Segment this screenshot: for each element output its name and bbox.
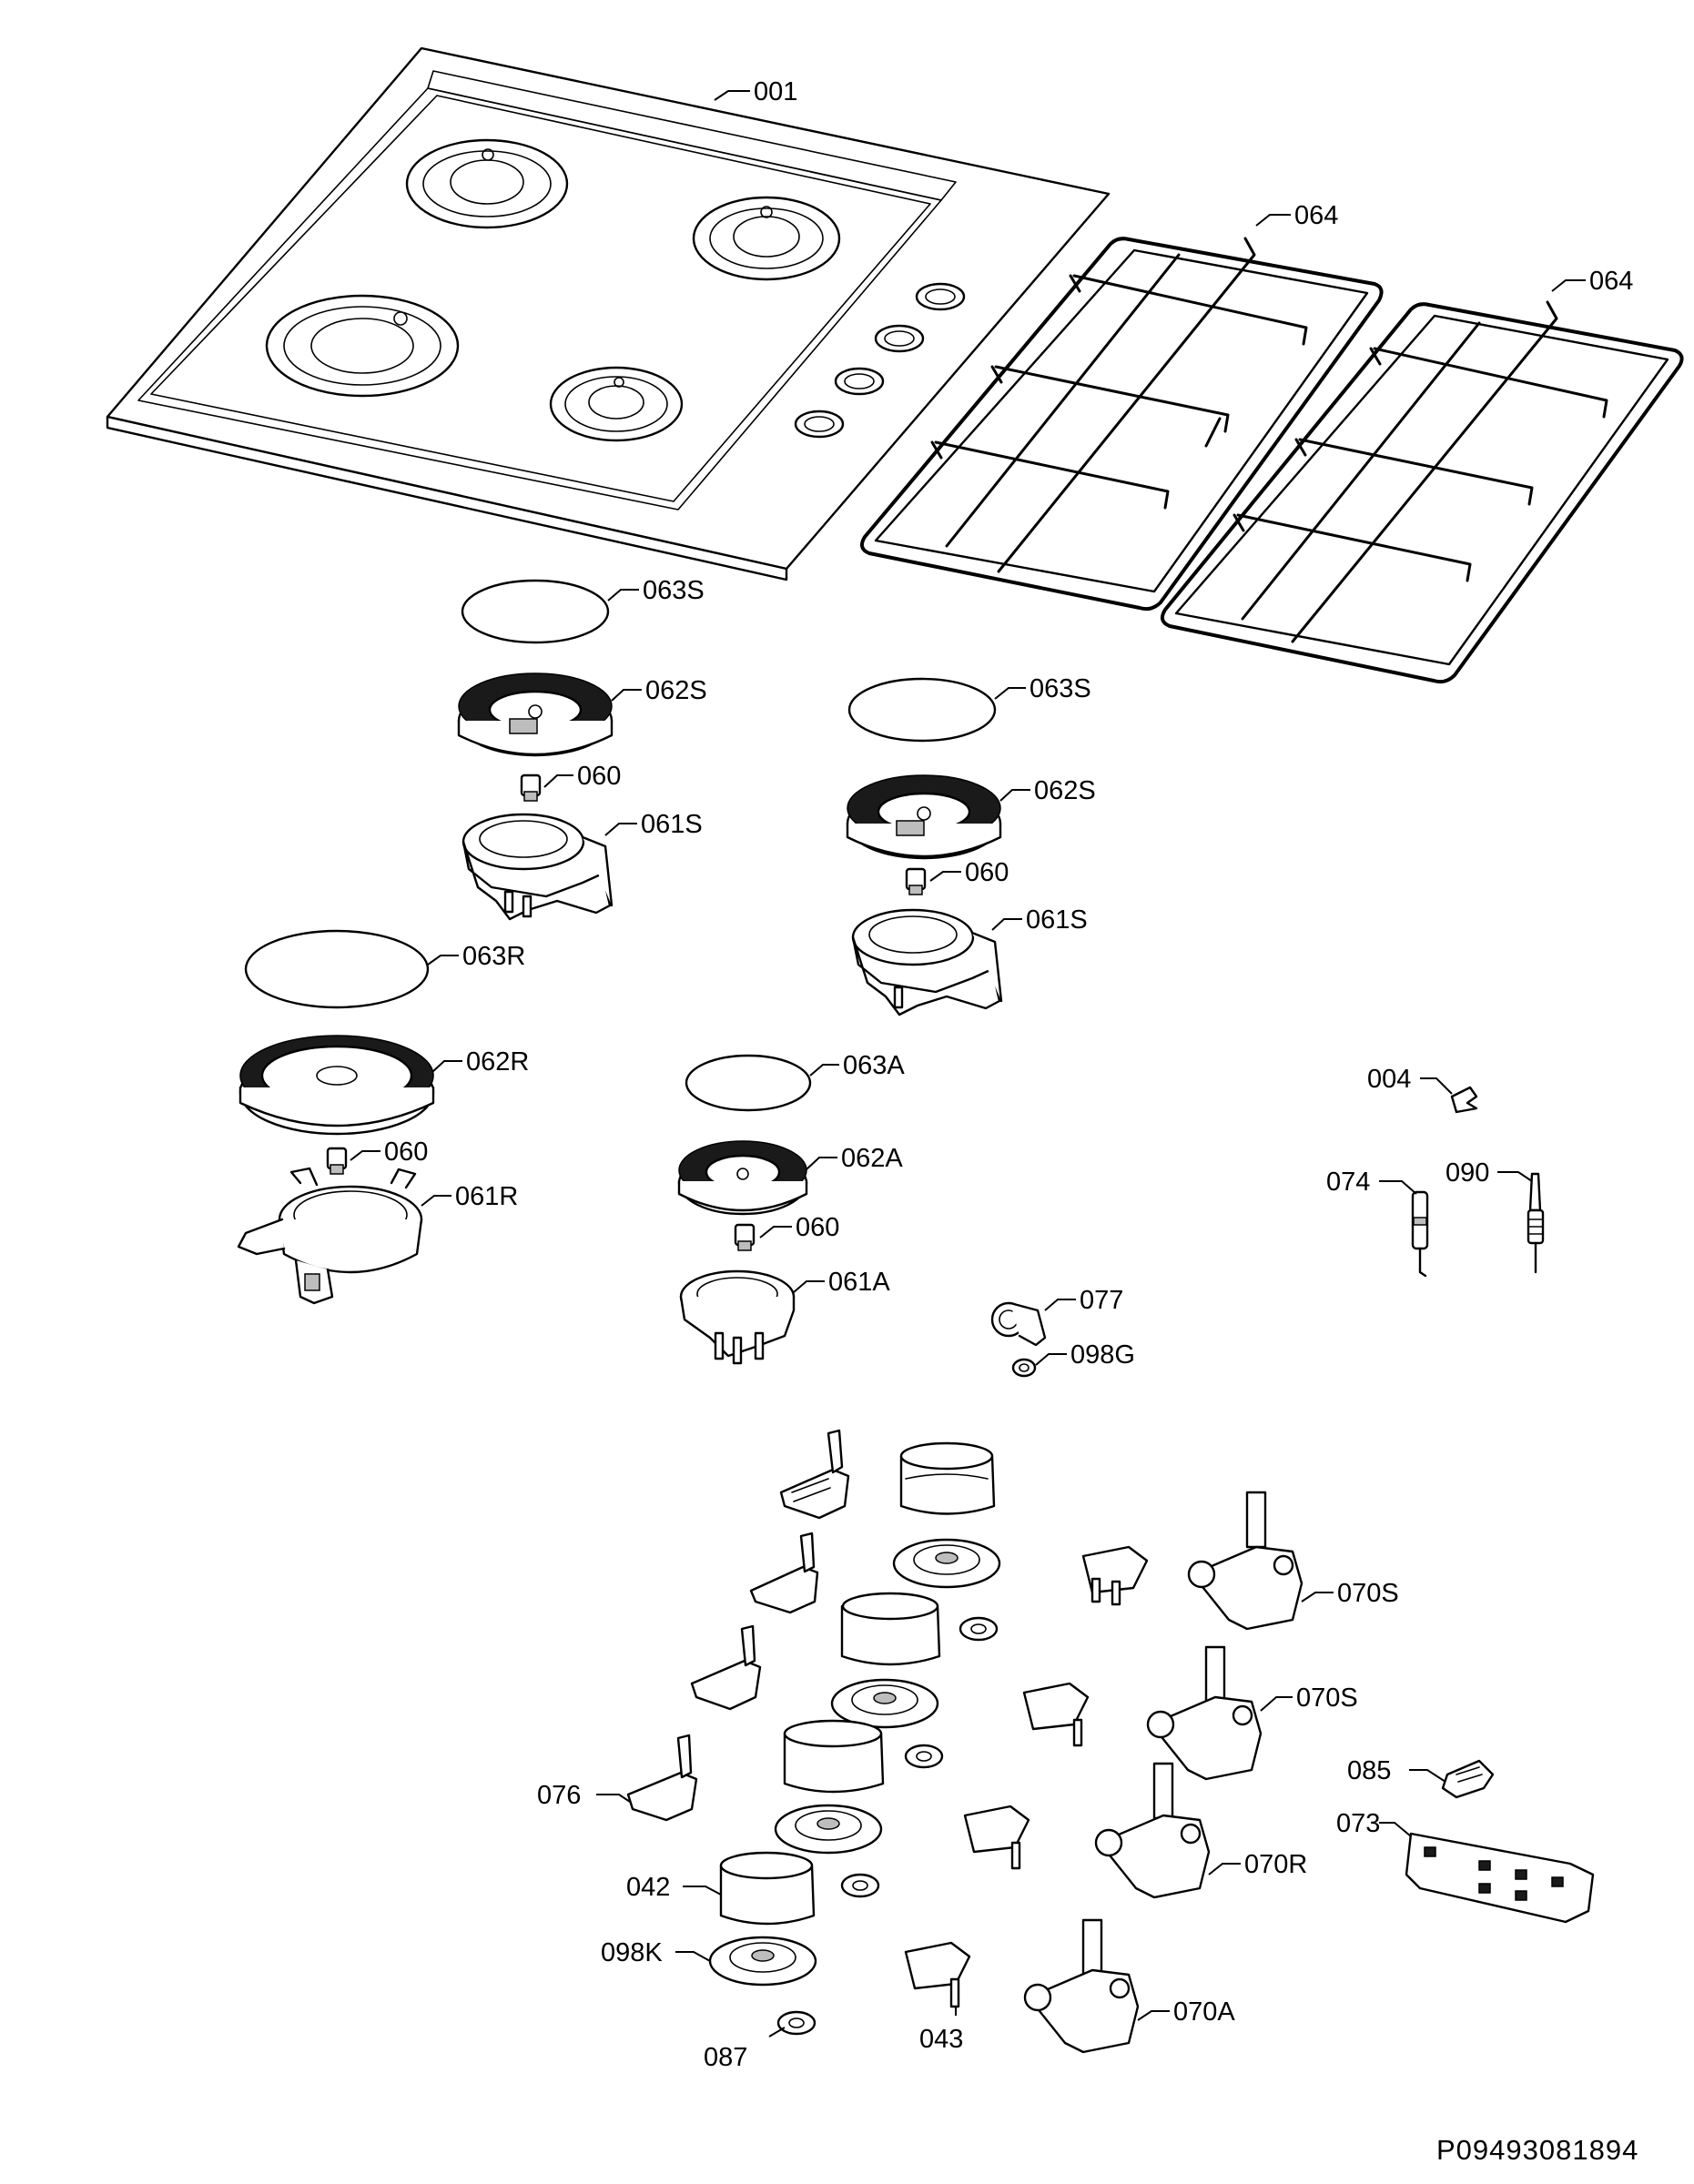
knob-hole — [794, 410, 845, 439]
microswitch-bracket-1 — [779, 1429, 850, 1520]
knob-hole — [834, 367, 885, 396]
gas-valve-switch-1 — [1081, 1545, 1149, 1606]
label-063S: 063S — [1030, 674, 1091, 703]
spring-clip-3 — [904, 1744, 944, 1769]
microswitch-bracket-4 — [626, 1734, 698, 1822]
label-070R: 070R — [1244, 1850, 1307, 1879]
burner-cap-063S-1 — [461, 579, 610, 644]
label-070A: 070A — [1173, 1997, 1235, 2027]
label-070S: 070S — [1296, 1684, 1358, 1713]
gas-valve-4 — [1023, 1918, 1140, 2054]
gas-valve-1 — [1187, 1491, 1303, 1631]
label-060: 060 — [796, 1213, 839, 1242]
label-043: 043 — [919, 2025, 963, 2054]
label-073: 073 — [1336, 1809, 1380, 1838]
knob-bezel-1 — [892, 1538, 1001, 1589]
hob-top-plate — [106, 46, 1111, 581]
label-085: 085 — [1347, 1756, 1391, 1785]
label-076: 076 — [537, 1781, 581, 1810]
pan-support-right — [1160, 300, 1684, 684]
burner-body-061S-2 — [851, 908, 1003, 1016]
part-labels: 001 064 064 063S 062S 060 061S 063S 062S… — [384, 77, 1638, 2166]
label-074: 074 — [1326, 1168, 1370, 1197]
gas-valve-switch-4 — [904, 1941, 971, 2008]
label-060: 060 — [577, 762, 621, 791]
label-062A: 062A — [841, 1144, 903, 1173]
label-062S: 062S — [1034, 776, 1096, 805]
label-061R: 061R — [455, 1182, 518, 1211]
spark-generator-073 — [1405, 1832, 1595, 1924]
injector-060-1 — [520, 774, 542, 802]
label-060: 060 — [965, 858, 1009, 887]
knob-hole — [874, 324, 925, 353]
label-064-right: 064 — [1589, 267, 1633, 296]
label-070S: 070S — [1337, 1579, 1399, 1608]
spring-clip-2 — [959, 1616, 999, 1642]
label-061S: 061S — [1026, 905, 1088, 935]
burner-cap-063R — [244, 929, 430, 1009]
burner-cap-063S-2 — [847, 677, 997, 743]
label-087: 087 — [704, 2043, 747, 2072]
burner-cap-063A — [685, 1054, 812, 1112]
label-062R: 062R — [466, 1047, 529, 1077]
ignition-clip-085 — [1441, 1759, 1495, 1799]
burner-opening-front-left — [265, 294, 460, 398]
microswitch-bracket-3 — [690, 1624, 762, 1711]
knob-bezel-2 — [830, 1678, 939, 1729]
label-077: 077 — [1080, 1286, 1123, 1315]
label-042: 042 — [626, 1873, 670, 1902]
control-knob-3 — [783, 1719, 885, 1794]
label-063A: 063A — [843, 1051, 905, 1080]
elbow-connector-077 — [990, 1301, 1047, 1347]
label-063R: 063R — [462, 942, 525, 971]
burner-opening-rear-right — [692, 196, 841, 281]
burner-body-061A — [679, 1269, 796, 1365]
label-098G: 098G — [1070, 1340, 1135, 1370]
clip-004 — [1450, 1086, 1478, 1114]
label-004: 004 — [1367, 1065, 1411, 1094]
burner-body-061R — [237, 1167, 423, 1305]
injector-060-4 — [734, 1223, 756, 1251]
control-knob-2 — [840, 1592, 941, 1666]
label-098K: 098K — [601, 1938, 663, 1967]
burner-crown-062R — [238, 1035, 435, 1136]
gas-valve-switch-2 — [1022, 1682, 1090, 1747]
burner-crown-062S-1 — [457, 672, 614, 757]
burner-opening-front-right — [549, 366, 684, 442]
label-061S: 061S — [641, 810, 703, 839]
knob-bezel-3 — [774, 1804, 883, 1855]
burner-crown-062A — [677, 1140, 808, 1216]
label-063S: 063S — [643, 576, 705, 605]
spring-clip-5 — [776, 2010, 817, 2036]
injector-060-2 — [905, 867, 927, 895]
spring-clip-4 — [840, 1873, 880, 1898]
thermocouple-074 — [1411, 1190, 1429, 1278]
label-061A: 061A — [828, 1268, 890, 1297]
burner-opening-rear-left — [405, 138, 569, 229]
label-064-left: 064 — [1294, 201, 1338, 230]
label-090: 090 — [1445, 1158, 1489, 1188]
document-number: P09493081894 — [1436, 2134, 1638, 2166]
burner-crown-062S-2 — [846, 774, 1002, 860]
control-knob-4 — [719, 1851, 816, 1926]
gasket-098G — [1011, 1358, 1037, 1378]
label-062S: 062S — [645, 676, 707, 705]
gas-valve-2 — [1146, 1645, 1263, 1781]
control-knob-1 — [899, 1441, 996, 1515]
microswitch-bracket-2 — [749, 1532, 819, 1614]
gas-valve-switch-3 — [963, 1805, 1030, 1870]
pan-support-left — [859, 237, 1384, 612]
gas-valve-3 — [1094, 1762, 1211, 1899]
leader-lines — [350, 90, 1586, 2037]
knob-hole — [915, 282, 966, 311]
knob-bezel-4 — [708, 1936, 817, 1987]
injector-060-3 — [326, 1147, 348, 1175]
label-060: 060 — [384, 1138, 428, 1167]
label-001: 001 — [754, 77, 797, 106]
spark-electrode-090 — [1527, 1172, 1545, 1274]
burner-body-061S-1 — [462, 813, 614, 921]
